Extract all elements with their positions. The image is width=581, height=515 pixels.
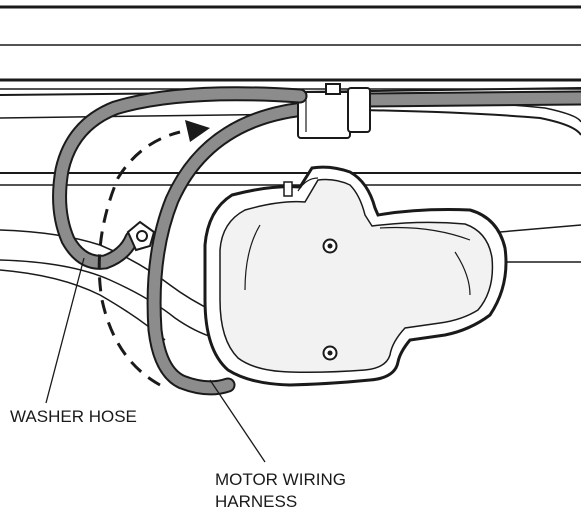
washer-hose: [52, 86, 308, 270]
motor-wiring-harness-label-line2: HARNESS: [215, 492, 297, 511]
motor-cover: [203, 165, 508, 387]
motor-wiring-harness-label-line1: MOTOR WIRING: [215, 470, 346, 489]
screw-icon: [322, 345, 338, 361]
motor-wiring-harness: [146, 90, 581, 396]
screw-icon: [322, 238, 338, 254]
dashed-curved-arrow-icon: [97, 120, 210, 387]
lower-body-contours: [0, 224, 581, 341]
callout-leader-lines: [45, 257, 266, 463]
wiring-connector: [297, 83, 371, 139]
washer-nozzle-fitting: [126, 220, 156, 252]
washer-hose-label: WASHER HOSE: [10, 407, 137, 426]
top-frame-lines: [0, 5, 581, 46]
